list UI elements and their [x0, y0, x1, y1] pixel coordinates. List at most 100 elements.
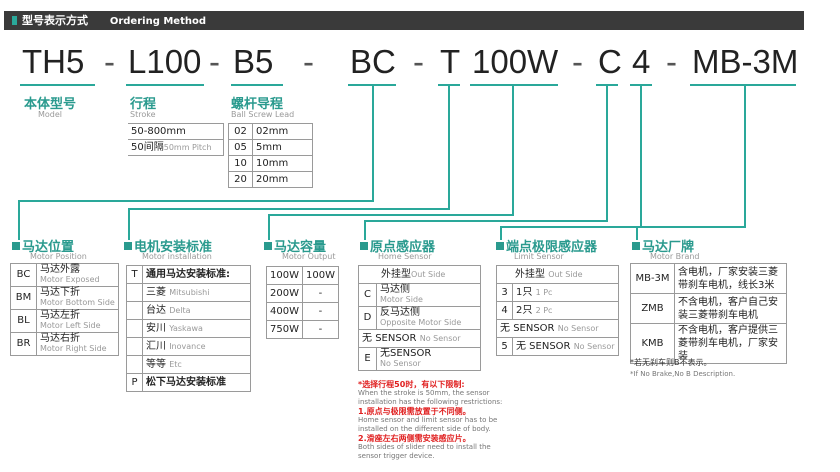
underline-brand — [690, 84, 796, 86]
stroke-title: 行程 — [130, 97, 157, 112]
section-header: 型号表示方式 Ordering Method — [4, 11, 804, 30]
code-home: C — [598, 43, 622, 80]
stroke-interval: 50间隔50mm Pitch — [128, 139, 224, 156]
connector — [636, 226, 638, 240]
underline-home — [596, 84, 618, 86]
code-position: BC — [350, 43, 396, 80]
connector — [500, 226, 642, 228]
stroke-title-en: Stroke — [130, 110, 156, 119]
connector — [744, 86, 746, 228]
install-title: 电机安装标准 — [124, 236, 212, 255]
brand-title: 马达厂牌 — [632, 236, 694, 255]
table-row: 无 SENSOR No Sensor — [496, 319, 619, 338]
position-title-en: Motor Position — [30, 252, 87, 261]
table-row: 750W- — [266, 320, 339, 339]
connector — [512, 86, 514, 216]
connector — [636, 226, 746, 228]
output-title: 马达容量 — [264, 236, 326, 255]
brand-note-en: *If No Brake,No B Description. — [630, 370, 736, 378]
brand-note: *若无刹车则B不表示。 — [630, 358, 712, 367]
title-marker — [12, 242, 20, 250]
title-marker — [264, 242, 272, 250]
connector — [500, 226, 502, 240]
title-marker — [124, 242, 132, 250]
limit-title-en: Limit Sensor — [514, 252, 564, 261]
underline-position — [348, 84, 396, 86]
connector — [606, 86, 608, 222]
code-install: T — [440, 43, 461, 80]
connector — [128, 208, 130, 240]
output-title-en: Motor Output — [282, 252, 336, 261]
table-row: 汇川 Inovance — [126, 337, 251, 356]
title-marker — [496, 242, 504, 250]
table-row: 等等 Etc — [126, 355, 251, 374]
code-model: TH5 — [22, 43, 85, 80]
header-title: 型号表示方式 — [22, 14, 88, 27]
table-row: 外挂型 Out Side — [496, 265, 619, 284]
title-marker — [360, 242, 368, 250]
stroke-range: 50-800mm — [128, 123, 224, 140]
code-dash: - — [413, 43, 424, 80]
lead-title-en: Ball Screw Lead — [231, 110, 295, 119]
connector — [18, 200, 20, 240]
connector — [364, 220, 608, 222]
code-limit: 4 — [632, 43, 651, 80]
table-row: 200W- — [266, 284, 339, 303]
limit-title: 端点极限感应器 — [496, 236, 597, 255]
position-title: 马达位置 — [12, 236, 74, 255]
connector — [640, 86, 642, 228]
connector — [372, 86, 374, 202]
underline-lead — [231, 84, 283, 86]
connector — [268, 214, 270, 240]
install-title-en: Motor installation — [142, 252, 212, 261]
connector — [18, 200, 374, 202]
underline-output — [470, 84, 558, 86]
title-marker — [632, 242, 640, 250]
header-marker — [12, 16, 17, 25]
code-lead: B5 — [233, 43, 274, 80]
code-dash: - — [666, 43, 677, 80]
connector — [448, 86, 450, 210]
connector — [128, 208, 450, 210]
header-title-en: Ordering Method — [109, 16, 206, 27]
table-row: 50间隔50mm Pitch — [128, 139, 224, 156]
underline-model — [20, 84, 95, 86]
stroke-table: 50-800mm 50间隔50mm Pitch — [128, 123, 224, 156]
brand-title-en: Motor Brand — [650, 252, 700, 261]
table-row: 台达 Delta — [126, 301, 251, 320]
code-dash: - — [303, 43, 314, 80]
home-title: 原点感应器 — [360, 236, 435, 255]
table-row: 三菱 Mitsubishi — [126, 283, 251, 302]
code-dash: - — [209, 43, 220, 80]
underline-limit — [630, 84, 652, 86]
lead-title: 螺杆导程 — [231, 97, 284, 112]
home-title-en: Home Sensor — [378, 252, 432, 261]
code-output: 100W — [472, 43, 559, 80]
model-title: 本体型号 — [24, 97, 77, 112]
connector — [364, 220, 366, 240]
code-stroke: L100 — [128, 43, 202, 80]
table-row: 无 SENSOR No Sensor — [358, 329, 481, 348]
